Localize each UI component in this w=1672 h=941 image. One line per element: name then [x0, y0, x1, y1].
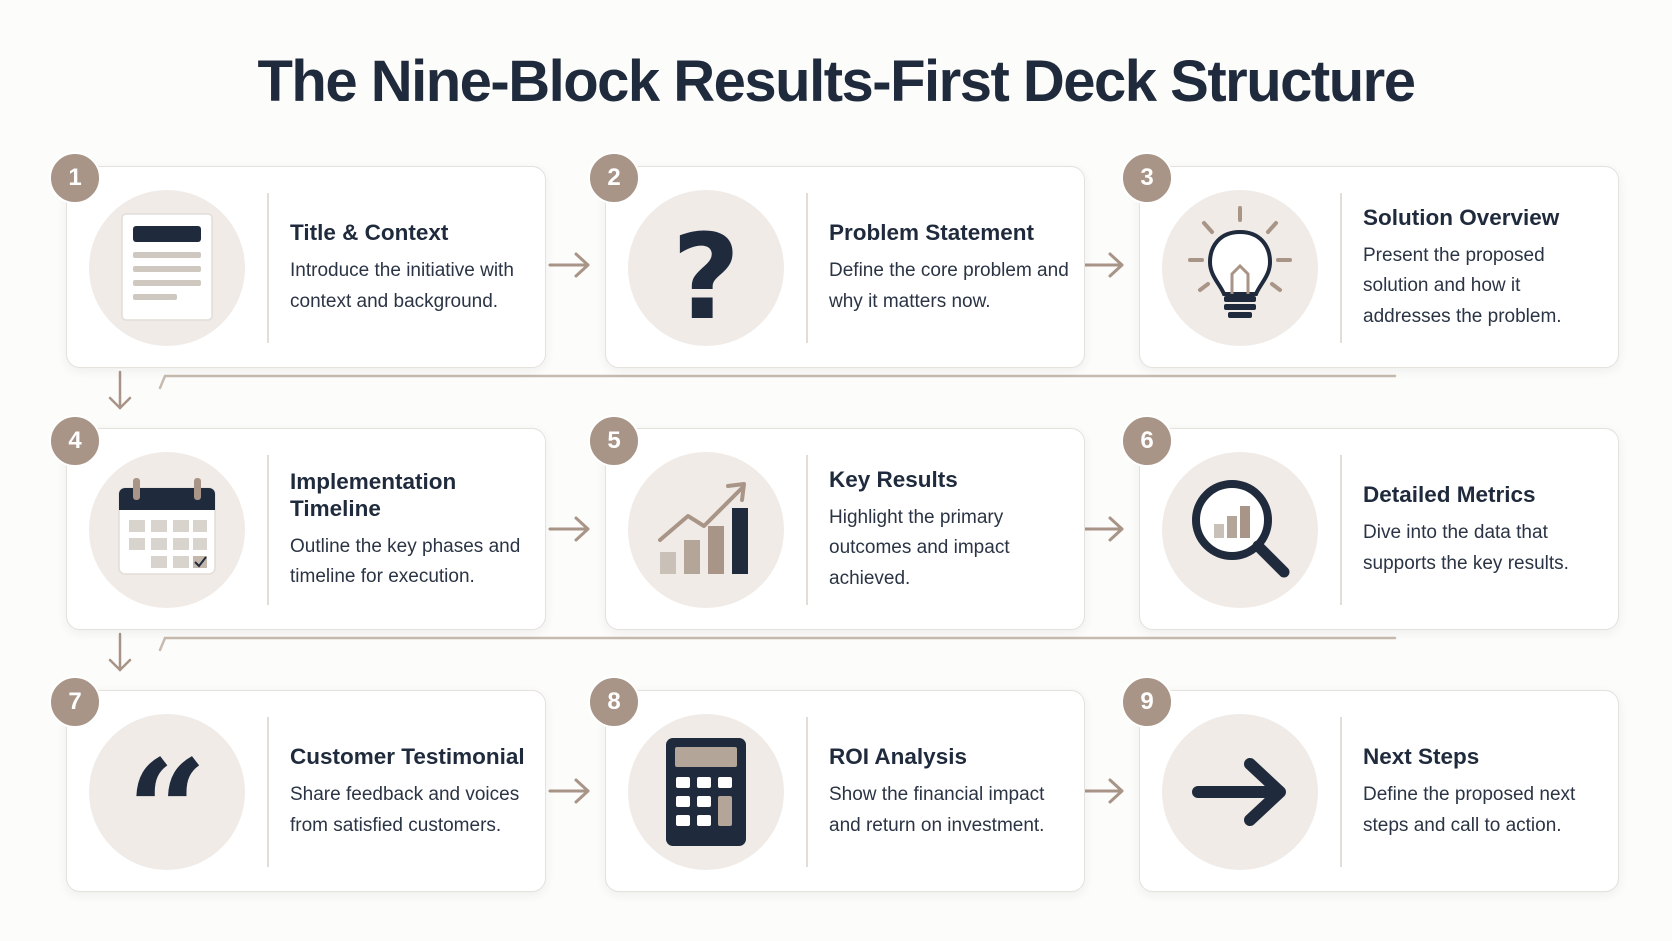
- block-card-next-steps: Next Steps Define the proposed next step…: [1139, 690, 1619, 892]
- block-card-detailed-metrics: Detailed Metrics Dive into the data that…: [1139, 428, 1619, 630]
- svg-text:?: ?: [672, 208, 740, 346]
- block-card-solution-overview: Solution Overview Present the proposed s…: [1139, 166, 1619, 368]
- arrow-1-2: [548, 252, 590, 278]
- block-card-roi-analysis: ROI Analysis Show the financial impact a…: [605, 690, 1085, 892]
- icon-circle: [1162, 714, 1318, 870]
- block-card-title-context: Title & Context Introduce the initiative…: [66, 166, 546, 368]
- icon-circle: “: [89, 714, 245, 870]
- calculator-icon: [666, 738, 746, 846]
- block-title: Customer Testimonial: [290, 744, 525, 769]
- block-description: Highlight the primary outcomes and impac…: [829, 506, 1010, 589]
- block-number-badge: 4: [49, 415, 101, 467]
- page-title: The Nine-Block Results-First Deck Struct…: [257, 49, 1416, 114]
- icon-circle: [1162, 190, 1318, 346]
- block-description: Outline the key phases and timeline for …: [290, 535, 521, 588]
- quote-icon: “: [127, 730, 208, 870]
- magnifier-chart-icon: [1192, 480, 1290, 578]
- card-divider: [1340, 193, 1342, 343]
- block-title: Key Results: [829, 466, 958, 492]
- row-connector-1-2: [108, 370, 1397, 410]
- block-description: Define the proposed next steps and call …: [1363, 784, 1576, 836]
- block-description: Present the proposed solution and how it…: [1363, 244, 1562, 327]
- lightbulb-icon: [1188, 206, 1292, 318]
- card-divider: [806, 193, 808, 343]
- row-connector-2-3: [108, 632, 1397, 672]
- block-title: Title & Context: [290, 220, 449, 245]
- card-divider: [1340, 717, 1342, 867]
- block-card-customer-testimonial: “ Customer Testimonial Share feedback an…: [66, 690, 546, 892]
- block-title: Implementation Timeline: [290, 468, 457, 521]
- card-divider: [267, 717, 269, 867]
- block-title: Problem Statement: [829, 220, 1035, 245]
- card-divider: [806, 717, 808, 867]
- block-number-badge: 2: [588, 152, 640, 204]
- block-description: Show the financial impact and return on …: [829, 784, 1045, 836]
- block-description: Define the core problem and why it matte…: [829, 260, 1069, 312]
- block-title: Next Steps: [1363, 744, 1480, 769]
- arrow-right-icon: [1192, 758, 1286, 826]
- card-divider: [1340, 455, 1342, 605]
- icon-circle: [89, 190, 245, 346]
- arrow-5-6: [1082, 516, 1124, 542]
- arrow-4-5: [548, 516, 590, 542]
- card-divider: [267, 455, 269, 605]
- block-title: ROI Analysis: [829, 744, 967, 769]
- icon-circle: [1162, 452, 1318, 608]
- calendar-icon: [118, 478, 216, 575]
- block-card-key-results: Key Results Highlight the primary outcom…: [605, 428, 1085, 630]
- block-title: Detailed Metrics: [1363, 482, 1536, 507]
- block-description: Introduce the initiative with context an…: [290, 260, 514, 312]
- document-icon: [121, 213, 213, 321]
- block-description: Share feedback and voices from satisfied…: [290, 784, 520, 836]
- arrow-2-3: [1082, 252, 1124, 278]
- block-number-badge: 1: [49, 152, 101, 204]
- card-divider: [806, 455, 808, 605]
- block-description: Dive into the data that supports the key…: [1363, 522, 1569, 574]
- block-number-badge: 5: [588, 415, 640, 467]
- block-number-badge: 3: [1121, 152, 1173, 204]
- block-title: Solution Overview: [1363, 204, 1560, 230]
- card-divider: [267, 193, 269, 343]
- arrow-7-8: [548, 778, 590, 804]
- block-card-problem-statement: ? Problem Statement Define the core prob…: [605, 166, 1085, 368]
- arrow-8-9: [1082, 778, 1124, 804]
- icon-circle: [628, 714, 784, 870]
- question-mark-icon: ?: [672, 208, 740, 346]
- icon-circle: [628, 452, 784, 608]
- block-number-badge: 8: [588, 676, 640, 728]
- growth-chart-icon: [658, 482, 748, 574]
- icon-circle: ?: [628, 190, 784, 346]
- block-number-badge: 7: [49, 676, 101, 728]
- block-number-badge: 9: [1121, 676, 1173, 728]
- block-number-badge: 6: [1121, 415, 1173, 467]
- icon-circle: [89, 452, 245, 608]
- block-card-implementation-timeline: Implementation Timeline Outline the key …: [66, 428, 546, 630]
- svg-text:“: “: [127, 730, 208, 870]
